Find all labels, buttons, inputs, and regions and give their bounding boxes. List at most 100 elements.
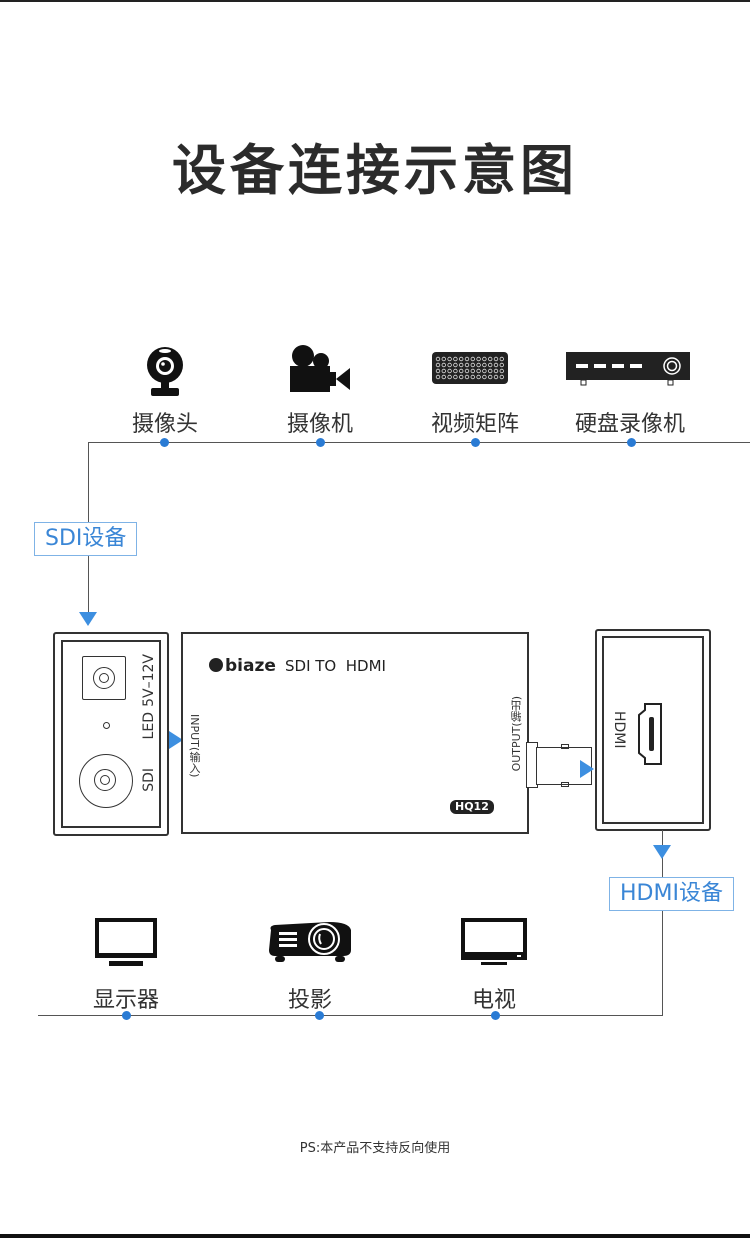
matrix-port-dot: [482, 374, 487, 380]
arrow-down-icon: [79, 612, 97, 626]
device-label: 电视: [471, 988, 516, 1013]
output-label: OUTPUT(输出): [510, 696, 523, 772]
matrix-port-dot: [435, 362, 441, 368]
input-panel-frame: [61, 640, 161, 828]
sdi-bnc-ring: [94, 769, 116, 791]
matrix-port-dot: [447, 368, 452, 374]
sdi-bnc-port: [79, 754, 133, 808]
matrix-port-dot: [447, 374, 452, 380]
bottom-border: [0, 1234, 750, 1238]
matrix-port-dot: [488, 362, 493, 368]
matrix-port-dot: [464, 368, 470, 374]
model-badge: HQ12: [450, 800, 494, 814]
matrix-port-dot: [441, 368, 446, 374]
sdi-device-tag: SDI设备: [34, 522, 138, 556]
source-device-webcam: 摄像头: [115, 340, 215, 450]
matrix-port-dot: [447, 362, 452, 368]
device-label: 视频矩阵: [430, 412, 519, 437]
matrix-port-dot: [453, 362, 458, 368]
hdmi-device-tag: HDMI设备: [609, 877, 734, 911]
matrix-port-dot: [441, 374, 446, 380]
arrow-right-icon: [580, 760, 594, 778]
led-indicator: [103, 722, 110, 729]
matrix-port-dot: [435, 356, 441, 362]
matrix-port-dot: [441, 356, 446, 362]
webcam-icon: [147, 347, 183, 396]
dvr-icon: [566, 352, 690, 386]
matrix-port-dot: [499, 356, 504, 362]
input-label: INPUT(输入): [188, 714, 201, 778]
connector-dot: [315, 1011, 324, 1020]
connector-dot: [491, 1011, 500, 1020]
monitor-icon: [95, 918, 157, 966]
matrix-port-dot: [459, 356, 464, 362]
sdi-bnc-pin: [100, 775, 110, 785]
sink-bus-line: [38, 1015, 663, 1016]
output-panel: HDMI: [595, 629, 711, 831]
sink-device-tv: 电视: [444, 910, 544, 1013]
power-jack-ring: [93, 667, 115, 689]
hdmi-port-icon: [638, 703, 662, 765]
matrix-port-dot: [464, 356, 470, 362]
matrix-port-dot: [447, 356, 452, 362]
matrix-port-dot: [476, 374, 481, 380]
output-panel-frame: [602, 636, 704, 824]
power-jack: [82, 656, 126, 700]
brand-logo-icon: [209, 658, 223, 672]
matrix-port-dot: [493, 362, 499, 368]
connector-dot: [471, 438, 480, 447]
matrix-port-dot: [476, 368, 481, 374]
connector-dot: [160, 438, 169, 447]
led-label: LED: [141, 712, 157, 740]
sink-device-monitor: 显示器: [76, 910, 176, 1013]
matrix-port-dot: [482, 362, 487, 368]
device-label: 摄像头: [131, 412, 198, 437]
power-jack-pin: [99, 673, 109, 683]
tv-icon: [461, 918, 527, 965]
matrix-port-dot: [499, 374, 504, 380]
matrix-port-dot: [488, 356, 493, 362]
hdmi-label: HDMI: [611, 711, 627, 749]
source-bus-line: [88, 442, 750, 443]
input-panel: 5V–12V LED SDI: [53, 632, 169, 836]
video-matrix-icon: [432, 352, 508, 384]
sink-devices: 显示器 投影 电视: [0, 910, 750, 1020]
matrix-port-dot: [435, 374, 441, 380]
brand-logo: biaze SDI TO HDMI: [209, 656, 386, 676]
device-label: 投影: [287, 988, 332, 1013]
matrix-port-dot: [459, 368, 464, 374]
device-label: 硬盘录像机: [574, 412, 685, 437]
sdi-label: SDI: [141, 768, 157, 792]
matrix-port-dot: [476, 356, 481, 362]
projector-icon: [269, 922, 351, 962]
matrix-port-dot: [488, 368, 493, 374]
matrix-port-dot: [499, 362, 504, 368]
power-label: 5V–12V: [141, 654, 157, 707]
source-device-matrix: 视频矩阵: [420, 340, 530, 450]
device-label: 摄像机: [286, 412, 353, 437]
matrix-port-dot: [488, 374, 493, 380]
sink-device-projector: 投影: [260, 910, 360, 1013]
bnc-nub-bottom: [561, 782, 569, 787]
matrix-port-dot: [470, 362, 475, 368]
converter-body: biaze SDI TO HDMI INPUT(输入) OUTPUT(输出) H…: [181, 632, 529, 834]
arrow-right-icon: [169, 731, 183, 749]
source-device-dvr: 硬盘录像机: [560, 340, 700, 450]
matrix-port-dot: [493, 356, 499, 362]
matrix-port-dot: [435, 368, 441, 374]
matrix-port-dot: [453, 374, 458, 380]
matrix-port-dot: [453, 356, 458, 362]
matrix-port-dot: [482, 356, 487, 362]
matrix-port-dot: [464, 374, 470, 380]
connector-dot: [316, 438, 325, 447]
top-border: [0, 0, 750, 2]
video-camera-icon: [290, 345, 350, 392]
connector-dot: [627, 438, 636, 447]
matrix-port-dot: [493, 374, 499, 380]
matrix-port-dot: [459, 374, 464, 380]
matrix-port-dot: [499, 368, 504, 374]
matrix-port-dot: [470, 374, 475, 380]
source-device-camera: 摄像机: [270, 340, 370, 450]
arrow-down-icon: [653, 845, 671, 859]
hdmi-drop-line: [662, 830, 663, 1016]
